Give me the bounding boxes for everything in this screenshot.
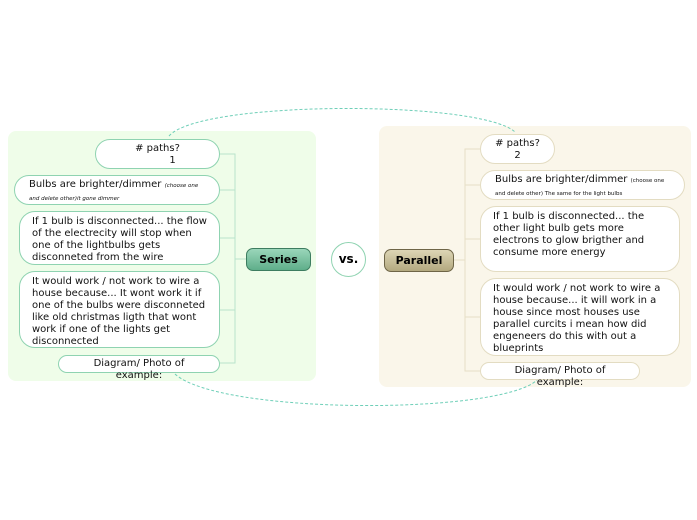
series-topic[interactable]: Series: [246, 248, 311, 271]
paths-label: # paths?: [135, 143, 180, 154]
series-wire-node[interactable]: It would work / not work to wire a house…: [19, 271, 220, 348]
bulbs-note: (choose one and delete other)it gone dim…: [29, 183, 199, 202]
parallel-diagram-node[interactable]: Diagram/ Photo of example:: [480, 362, 640, 388]
bulbs-text: Bulbs are brighter/dimmer: [29, 179, 162, 190]
vs-topic[interactable]: vs.: [331, 242, 366, 277]
series-diagram-node[interactable]: Diagram/ Photo of example:: [58, 355, 220, 381]
parallel-wire-node[interactable]: It would work / not work to wire a house…: [480, 278, 680, 356]
series-disconnect-node[interactable]: If 1 bulb is disconnected... the flow of…: [19, 211, 220, 265]
bulbs-note: (choose one and delete other) The same f…: [495, 178, 665, 197]
bulbs-text: Bulbs are brighter/dimmer: [495, 174, 628, 185]
series-paths-node[interactable]: # paths? 1: [95, 139, 220, 169]
parallel-bulbs-node[interactable]: Bulbs are brighter/dimmer (choose one an…: [480, 170, 685, 200]
parallel-disconnect-node[interactable]: If 1 bulb is disconnected... the other l…: [480, 206, 680, 272]
paths-label: # paths?: [495, 138, 540, 149]
parallel-topic[interactable]: Parallel: [384, 249, 454, 272]
top-link: [168, 108, 516, 137]
series-bulbs-node[interactable]: Bulbs are brighter/dimmer (choose one an…: [14, 175, 220, 205]
bottom-link: [174, 373, 538, 406]
parallel-paths-node[interactable]: # paths? 2: [480, 134, 555, 164]
paths-value: 1: [169, 155, 176, 166]
paths-value: 2: [514, 150, 521, 161]
